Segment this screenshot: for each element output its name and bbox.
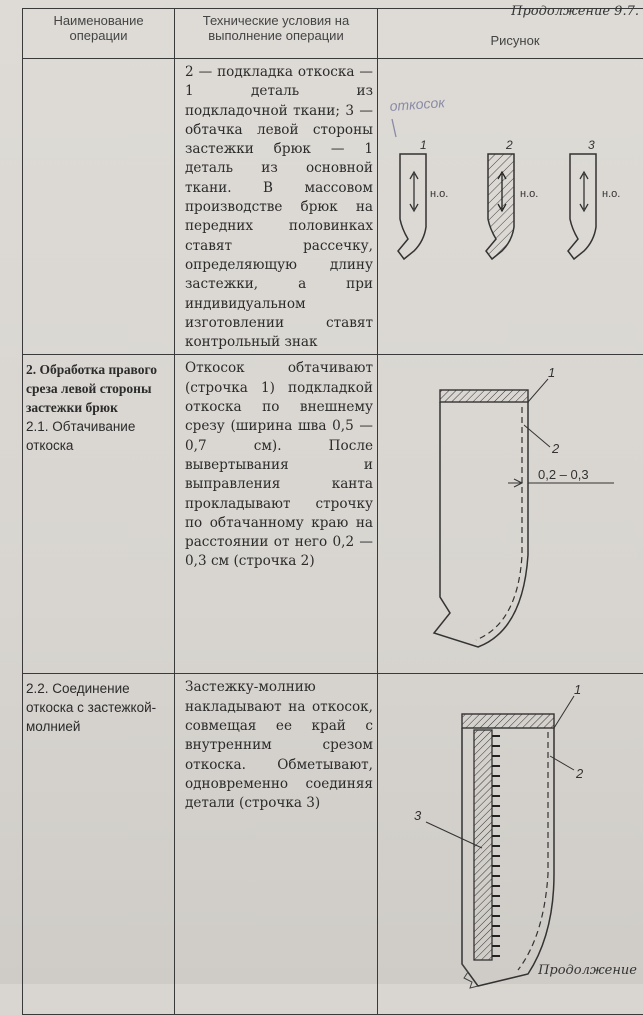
grain-label-2: н.о. xyxy=(520,188,538,200)
grain-label: н.о. xyxy=(430,188,448,200)
dimension-label: 0,2 – 0,3 xyxy=(538,467,589,482)
part-1-label: 1 xyxy=(420,138,427,152)
operation-title: 2. Обработка правого среза левой стороны… xyxy=(26,362,157,415)
conditions-text: Откосок обтачивают (строчка 1) подкладко… xyxy=(175,355,377,573)
figure-cell: откосок 1 н.о. xyxy=(378,59,643,355)
grain-label-3: н.о. xyxy=(602,188,620,200)
handwritten-label: откосок xyxy=(389,94,447,114)
header-figure: Рисунок xyxy=(378,9,643,59)
stitch-line-2 xyxy=(476,407,522,640)
operation-cell xyxy=(23,59,175,355)
stitch-line-2 xyxy=(518,732,548,970)
part-3-shape xyxy=(568,154,596,259)
facing-outline xyxy=(434,402,528,647)
figure-cell: 1 2 0,2 – 0,3 xyxy=(378,355,643,674)
facing-stitch-figure: 1 2 0,2 – 0,3 xyxy=(378,355,643,669)
header-conditions: Технические условия на выполнение операц… xyxy=(175,9,378,59)
conditions-cell: Застежку-молнию накладывают на откосок, … xyxy=(175,674,378,1015)
handwritten-arrow xyxy=(392,119,396,137)
footer-label: Продолжение xyxy=(538,963,637,978)
waistband-strip xyxy=(462,714,554,728)
table-row: 2 — подкладка откоска — 1 деталь из подк… xyxy=(23,59,643,355)
zipper-attach-figure: 1 2 3 xyxy=(378,674,643,1010)
part-2-shape xyxy=(486,154,514,259)
operation-text: 2. Обработка правого среза левой стороны… xyxy=(23,355,174,455)
conditions-cell: 2 — подкладка откоска — 1 деталь из подк… xyxy=(175,59,378,355)
operations-table: Наименование операции Технические услови… xyxy=(22,8,643,1015)
conditions-cell: Откосок обтачивают (строчка 1) подкладко… xyxy=(175,355,378,674)
operation-subtitle: 2.1. Обтачивание откоска xyxy=(26,419,135,453)
callout-1: 1 xyxy=(574,682,581,697)
conditions-text: 2 — подкладка откоска — 1 деталь из подк… xyxy=(175,59,377,354)
callout-1-line xyxy=(554,696,574,728)
waistband-strip xyxy=(440,390,528,402)
header-operation: Наименование операции xyxy=(23,9,175,59)
operation-text: 2.2. Соединение откоска с застежкой-молн… xyxy=(23,674,174,736)
conditions-text: Застежку-молнию накладывают на откосок, … xyxy=(175,674,377,815)
operation-cell: 2.2. Соединение откоска с застежкой-молн… xyxy=(23,674,175,1015)
detail-parts-figure: откосок 1 н.о. xyxy=(378,59,643,321)
part-1-shape xyxy=(398,154,426,259)
callout-1-line xyxy=(528,379,548,402)
callout-1: 1 xyxy=(548,365,555,380)
zipper-teeth xyxy=(492,736,500,956)
part-3-label: 3 xyxy=(588,138,595,152)
callout-2: 2 xyxy=(551,441,560,456)
table-header-row: Наименование операции Технические услови… xyxy=(23,9,643,59)
operation-cell: 2. Обработка правого среза левой стороны… xyxy=(23,355,175,674)
callout-3: 3 xyxy=(414,808,422,823)
table-row: 2. Обработка правого среза левой стороны… xyxy=(23,355,643,674)
callout-2: 2 xyxy=(575,766,584,781)
part-2-label: 2 xyxy=(505,138,513,152)
document-page: Продолжение 9.7. Наименование операции Т… xyxy=(0,0,643,984)
